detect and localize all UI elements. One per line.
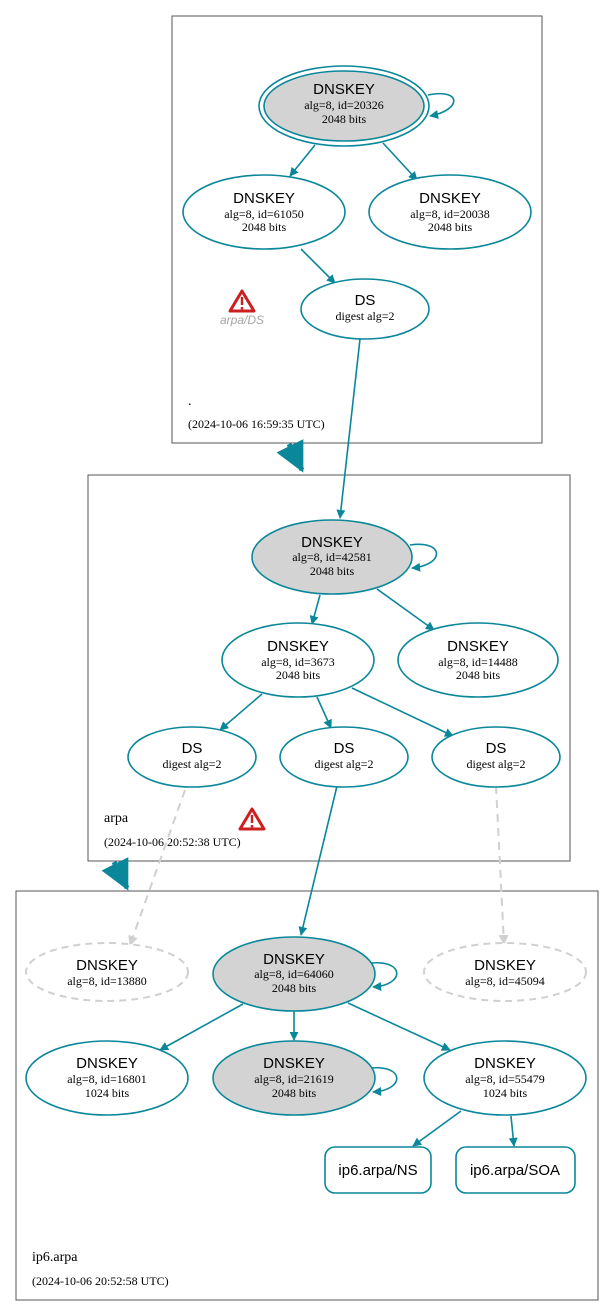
edge-ip6-zsk2-soa: [508, 1115, 518, 1147]
node-digest: digest alg=2: [314, 757, 373, 771]
zone-ip6-timestamp: (2024-10-06 20:52:58 UTC): [32, 1274, 169, 1288]
node-key-info: alg=8, id=3673: [261, 655, 335, 669]
node-key-size: 2048 bits: [310, 564, 355, 578]
node-title: DNSKEY: [233, 190, 295, 207]
node-key-info: alg=8, id=61050: [224, 207, 304, 221]
zone-root-name: .: [188, 394, 192, 409]
node-key-size: 1024 bits: [483, 1086, 528, 1100]
node-title: DS: [334, 740, 355, 757]
node-title: DNSKEY: [419, 190, 481, 207]
node-title: DNSKEY: [267, 638, 329, 655]
warning-triangle-icon: [228, 289, 256, 313]
node-ip6-ns-rrset: ip6.arpa/NS: [324, 1146, 432, 1194]
warning-triangle-icon: [238, 807, 266, 831]
node-ip6-missing-key-2: DNSKEY alg=8, id=45094: [423, 942, 587, 1002]
node-key-size: 2048 bits: [242, 220, 287, 234]
warning-label: arpa/DS: [220, 313, 264, 327]
edge-arpa-zsk1-ds2: [316, 696, 332, 729]
node-title: DNSKEY: [76, 1055, 138, 1072]
node-arpa-ds2: DS digest alg=2: [279, 726, 409, 788]
node-digest: digest alg=2: [466, 757, 525, 771]
node-key-info: alg=8, id=20326: [304, 98, 384, 112]
self-loop-ip6-ksk2: [370, 1067, 398, 1096]
node-key-info: alg=8, id=14488: [438, 655, 518, 669]
node-digest: digest alg=2: [162, 757, 221, 771]
node-title: DNSKEY: [301, 534, 363, 551]
edge-arpa-zsk1-ds3: [351, 687, 454, 737]
edge-arpa-ds2-ip6-ksk: [298, 785, 338, 936]
node-ip6-soa-rrset: ip6.arpa/SOA: [455, 1146, 576, 1194]
delegation-arrow-arpa-ip6: [101, 857, 130, 891]
node-key-info: alg=8, id=13880: [67, 974, 147, 988]
node-root-ds: DS digest alg=2: [300, 278, 430, 340]
node-key-size: 2048 bits: [272, 1086, 317, 1100]
edge-ip6-zsk2-ns: [412, 1110, 462, 1147]
edge-root-zsk1-ds: [300, 248, 336, 284]
node-key-info: alg=8, id=42581: [292, 550, 372, 564]
node-ip6-ksk: DNSKEY alg=8, id=64060 2048 bits: [212, 936, 376, 1012]
node-arpa-ksk: DNSKEY alg=8, id=42581 2048 bits: [251, 519, 413, 595]
node-key-info: alg=8, id=21619: [254, 1072, 334, 1086]
zone-root-timestamp: (2024-10-06 16:59:35 UTC): [188, 417, 325, 431]
node-key-size: 2048 bits: [272, 981, 317, 995]
node-ip6-missing-key-1: DNSKEY alg=8, id=13880: [25, 942, 189, 1002]
node-title: DNSKEY: [263, 1055, 325, 1072]
node-ip6-zsk2: DNSKEY alg=8, id=55479 1024 bits: [423, 1040, 587, 1116]
node-title: DS: [182, 740, 203, 757]
node-key-size: 2048 bits: [428, 220, 473, 234]
node-key-info: alg=8, id=20038: [410, 207, 490, 221]
node-key-size: 1024 bits: [85, 1086, 130, 1100]
node-key-info: alg=8, id=55479: [465, 1072, 545, 1086]
zone-arpa-name: arpa: [104, 811, 129, 826]
node-root-zsk2: DNSKEY alg=8, id=20038 2048 bits: [368, 174, 532, 250]
edge-arpa-ds3-missing: [495, 785, 509, 945]
edge-root-ds-arpa-ksk: [336, 338, 361, 519]
node-arpa-ds1: DS digest alg=2: [127, 726, 257, 788]
self-loop-ip6-ksk: [370, 962, 398, 991]
edge-arpa-zsk1-ds1: [219, 693, 263, 731]
node-key-size: 2048 bits: [322, 112, 367, 126]
node-title: DNSKEY: [76, 957, 138, 974]
node-root-zsk1: DNSKEY alg=8, id=61050 2048 bits: [182, 174, 346, 250]
node-title: ip6.arpa/NS: [338, 1162, 417, 1179]
node-arpa-zsk1: DNSKEY alg=8, id=3673 2048 bits: [221, 622, 375, 698]
node-title: DNSKEY: [474, 1055, 536, 1072]
node-title: DNSKEY: [313, 81, 375, 98]
node-key-info: alg=8, id=45094: [465, 974, 545, 988]
node-title: DS: [355, 292, 376, 309]
node-ip6-zsk1: DNSKEY alg=8, id=16801 1024 bits: [25, 1040, 189, 1116]
node-title: ip6.arpa/SOA: [470, 1162, 560, 1179]
edge-root-ksk-zsk2: [382, 142, 418, 181]
node-key-size: 2048 bits: [456, 668, 501, 682]
zone-arpa-timestamp: (2024-10-06 20:52:38 UTC): [104, 835, 241, 849]
self-loop-root-ksk: [427, 92, 455, 119]
node-arpa-zsk2: DNSKEY alg=8, id=14488 2048 bits: [397, 622, 559, 698]
node-root-ksk: DNSKEY alg=8, id=20326 2048 bits: [258, 65, 430, 147]
node-title: DNSKEY: [263, 951, 325, 968]
node-ip6-ksk2: DNSKEY alg=8, id=21619 2048 bits: [212, 1040, 376, 1116]
node-key-info: alg=8, id=64060: [254, 967, 334, 981]
node-key-info: alg=8, id=16801: [67, 1072, 147, 1086]
edge-arpa-ksk-zsk2: [376, 588, 435, 631]
node-key-size: 2048 bits: [276, 668, 321, 682]
zone-ip6-name: ip6.arpa: [32, 1250, 78, 1265]
node-arpa-ds3: DS digest alg=2: [431, 726, 561, 788]
edge-root-ksk-zsk1: [289, 144, 316, 177]
node-digest: digest alg=2: [335, 309, 394, 323]
edge-ip6-ksk-zsk1: [159, 1003, 244, 1051]
self-loop-arpa-ksk: [409, 543, 438, 572]
delegation-arrow-root-arpa: [276, 439, 305, 473]
node-title: DS: [486, 740, 507, 757]
node-title: DNSKEY: [447, 638, 509, 655]
node-title: DNSKEY: [474, 957, 536, 974]
edge-arpa-ksk-zsk1: [309, 594, 321, 625]
edge-ip6-ksk-zsk2: [347, 1002, 451, 1051]
